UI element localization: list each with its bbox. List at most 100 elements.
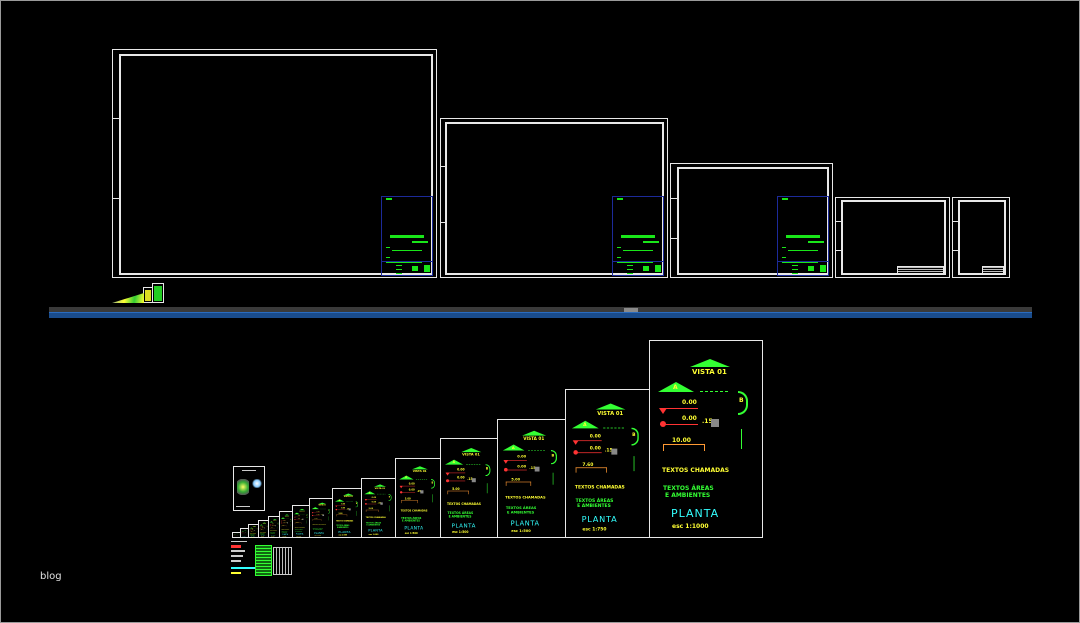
section-b-label: B: [388, 495, 391, 498]
level-2-marker: [281, 522, 282, 524]
level-1-label: 0.00: [517, 454, 527, 459]
stair-icon: [611, 448, 618, 455]
level-2-label: 0.00: [316, 513, 320, 516]
section-a-label: A: [314, 507, 316, 509]
layout-sheet-inner-frame: [119, 54, 433, 275]
section-b-label: B: [431, 481, 434, 485]
plan-title: PLANTA: [451, 522, 476, 529]
view-title-marker: [318, 502, 327, 505]
level-2-marker: [259, 527, 261, 529]
level-1-label: 0.00: [682, 399, 697, 406]
plot-sheet[interactable]: VISTA 01 A B 0.00 0.00 .15 5.00 TEXTOS C…: [240, 528, 249, 538]
plot-sheet[interactable]: VISTA 01 A B 0.00 0.00 .15 5.00 TEXTOS C…: [248, 524, 259, 538]
plot-sheet[interactable]: VISTA 01 A B 0.00 0.00 .15 5.00 TEXTOS C…: [332, 488, 362, 538]
plot-sheet[interactable]: VISTA 01 A B 0.00 0.00 .15 5.00 TEXTOS C…: [309, 498, 333, 538]
level-2-line: [573, 452, 602, 454]
plot-sheet[interactable]: VISTA 01 A B 0.00 0.00 .15 10.00 TEXTOS …: [649, 340, 763, 538]
layout-sheet-inner-frame: [841, 200, 946, 275]
areas-text-line2: E AMBIENTES: [295, 530, 303, 532]
stair-icon: [711, 419, 719, 427]
plot-sheet[interactable]: VISTA 01 A B 0.00 0.00 .15 5.00 TEXTOS C…: [268, 516, 280, 538]
dimension-label: 10.00: [672, 437, 691, 444]
plan-title: PLANTA: [368, 528, 383, 533]
section-b-label: B: [355, 502, 358, 505]
layout-sheet-border: [835, 197, 950, 278]
dimension-label: 5.00: [314, 518, 318, 520]
plot-sheet[interactable]: VISTA 01 A B 0.00 0.00 .15 5.00 TEXTOS C…: [440, 438, 498, 538]
sheet-content: VISTA 01 A B 0.00 0.00 .15 5.00 TEXTOS C…: [396, 459, 441, 538]
stair-icon: [302, 518, 304, 520]
level-2-line: [660, 424, 698, 425]
view-title-marker: [272, 518, 277, 520]
view-title-marker: [461, 448, 482, 453]
dimension-label: 5.00: [260, 529, 263, 530]
areas-text-line2: E AMBIENTES: [270, 533, 275, 534]
view-title-marker: [374, 484, 387, 487]
plot-sheet[interactable]: VISTA 01 A B 0.00 0.00 .15 7.60 TEXTOS C…: [565, 389, 650, 538]
title-block: [896, 266, 944, 274]
section-b-label: B: [551, 453, 555, 458]
level-2-marker: [294, 518, 296, 520]
level-1-marker: [335, 505, 338, 508]
section-a-label: A: [452, 460, 455, 465]
legend-list: [230, 541, 255, 576]
level-2-label: 0.00: [284, 522, 286, 523]
level-2-label: 0.00: [408, 488, 415, 492]
level-1-marker: [399, 485, 403, 489]
divider-grip[interactable]: [624, 308, 638, 312]
callouts-text: TEXTOS CHAMADAS: [260, 531, 266, 533]
level-1-label: 0.00: [272, 523, 273, 524]
section-b-label: B: [328, 510, 330, 512]
level-1-marker: [659, 408, 667, 414]
step-label: .15: [286, 522, 287, 523]
section-a-marker: [259, 524, 263, 526]
view-title-marker: [690, 359, 730, 367]
level-2-label: 0.00: [341, 507, 346, 510]
sheet-content: VISTA 01 A B 0.00 0.00 .15 5.00 TEXTOS C…: [269, 517, 280, 538]
plan-title: PLANTA: [271, 534, 276, 537]
areas-text-line2: E AMBIENTES: [448, 514, 472, 519]
plot-sheet[interactable]: VISTA 01 A B 0.00 0.00 .15 5.00 TEXTOS C…: [497, 419, 566, 538]
sheet-content: VISTA 01 A B 0.00 0.00 .15 5.00 TEXTOS C…: [310, 499, 333, 538]
section-line: [603, 427, 624, 429]
level-1-line: [504, 460, 527, 461]
level-2-marker: [504, 467, 508, 472]
callouts-text: TEXTOS CHAMADAS: [400, 509, 428, 513]
dimension-label: 7.60: [582, 462, 594, 468]
viewport-divider[interactable]: [49, 307, 1032, 318]
section-a-marker: [249, 527, 253, 529]
plot-sheet[interactable]: VISTA 01 A B 0.00 0.00 .15 5.00 TEXTOS C…: [232, 532, 241, 538]
section-a-marker: [311, 507, 319, 510]
callouts-text: TEXTOS CHAMADAS: [662, 467, 730, 474]
title-block: [612, 196, 664, 276]
areas-text-line2: E AMBIENTES: [313, 528, 323, 531]
plan-title: PLANTA: [250, 535, 256, 537]
view-title: VISTA 01: [523, 436, 545, 441]
plan-scale: esc 1:500: [271, 536, 275, 538]
level-2-label: 0.00: [272, 525, 273, 526]
areas-text-line1: TEXTOS ÁREAS: [663, 485, 714, 492]
areas-text-line2: E AMBIENTES: [260, 534, 265, 535]
level-1-label: 0.00: [341, 503, 346, 506]
plot-sheet[interactable]: VISTA 01 A B 0.00 0.00 .15 5.00 TEXTOS C…: [395, 458, 441, 538]
stair-icon: [420, 490, 424, 494]
plan-scale: esc 1:500: [296, 535, 302, 537]
level-2-line: [446, 480, 466, 482]
plot-sheet[interactable]: VISTA 01 A B 0.00 0.00 .15 5.00 TEXTOS C…: [258, 520, 269, 538]
level-1-marker: [259, 526, 261, 528]
plot-sheet[interactable]: VISTA 01 A B 0.00 0.00 .15 5.00 TEXTOS C…: [361, 478, 396, 538]
stair-icon: [254, 530, 256, 531]
plan-title: PLANTA: [314, 531, 325, 535]
level-2-marker: [269, 525, 271, 527]
section-a-marker: [445, 459, 464, 465]
section-a-label: A: [583, 422, 587, 428]
level-1-line: [446, 472, 466, 474]
section-b-line: [486, 483, 488, 494]
plan-scale: esc 1:1000: [672, 523, 709, 530]
areas-text-line2: E AMBIENTES: [665, 492, 711, 499]
plot-sheet[interactable]: VISTA 01 A B 0.00 0.00 .15 5.00 TEXTOS C…: [292, 505, 310, 538]
plan-title: PLANTA: [404, 525, 424, 531]
level-2-label: 0.00: [682, 415, 697, 422]
plot-sheet[interactable]: VISTA 01 A B 0.00 0.00 .15 5.00 TEXTOS C…: [279, 511, 293, 538]
level-2-label: 0.00: [262, 527, 263, 528]
